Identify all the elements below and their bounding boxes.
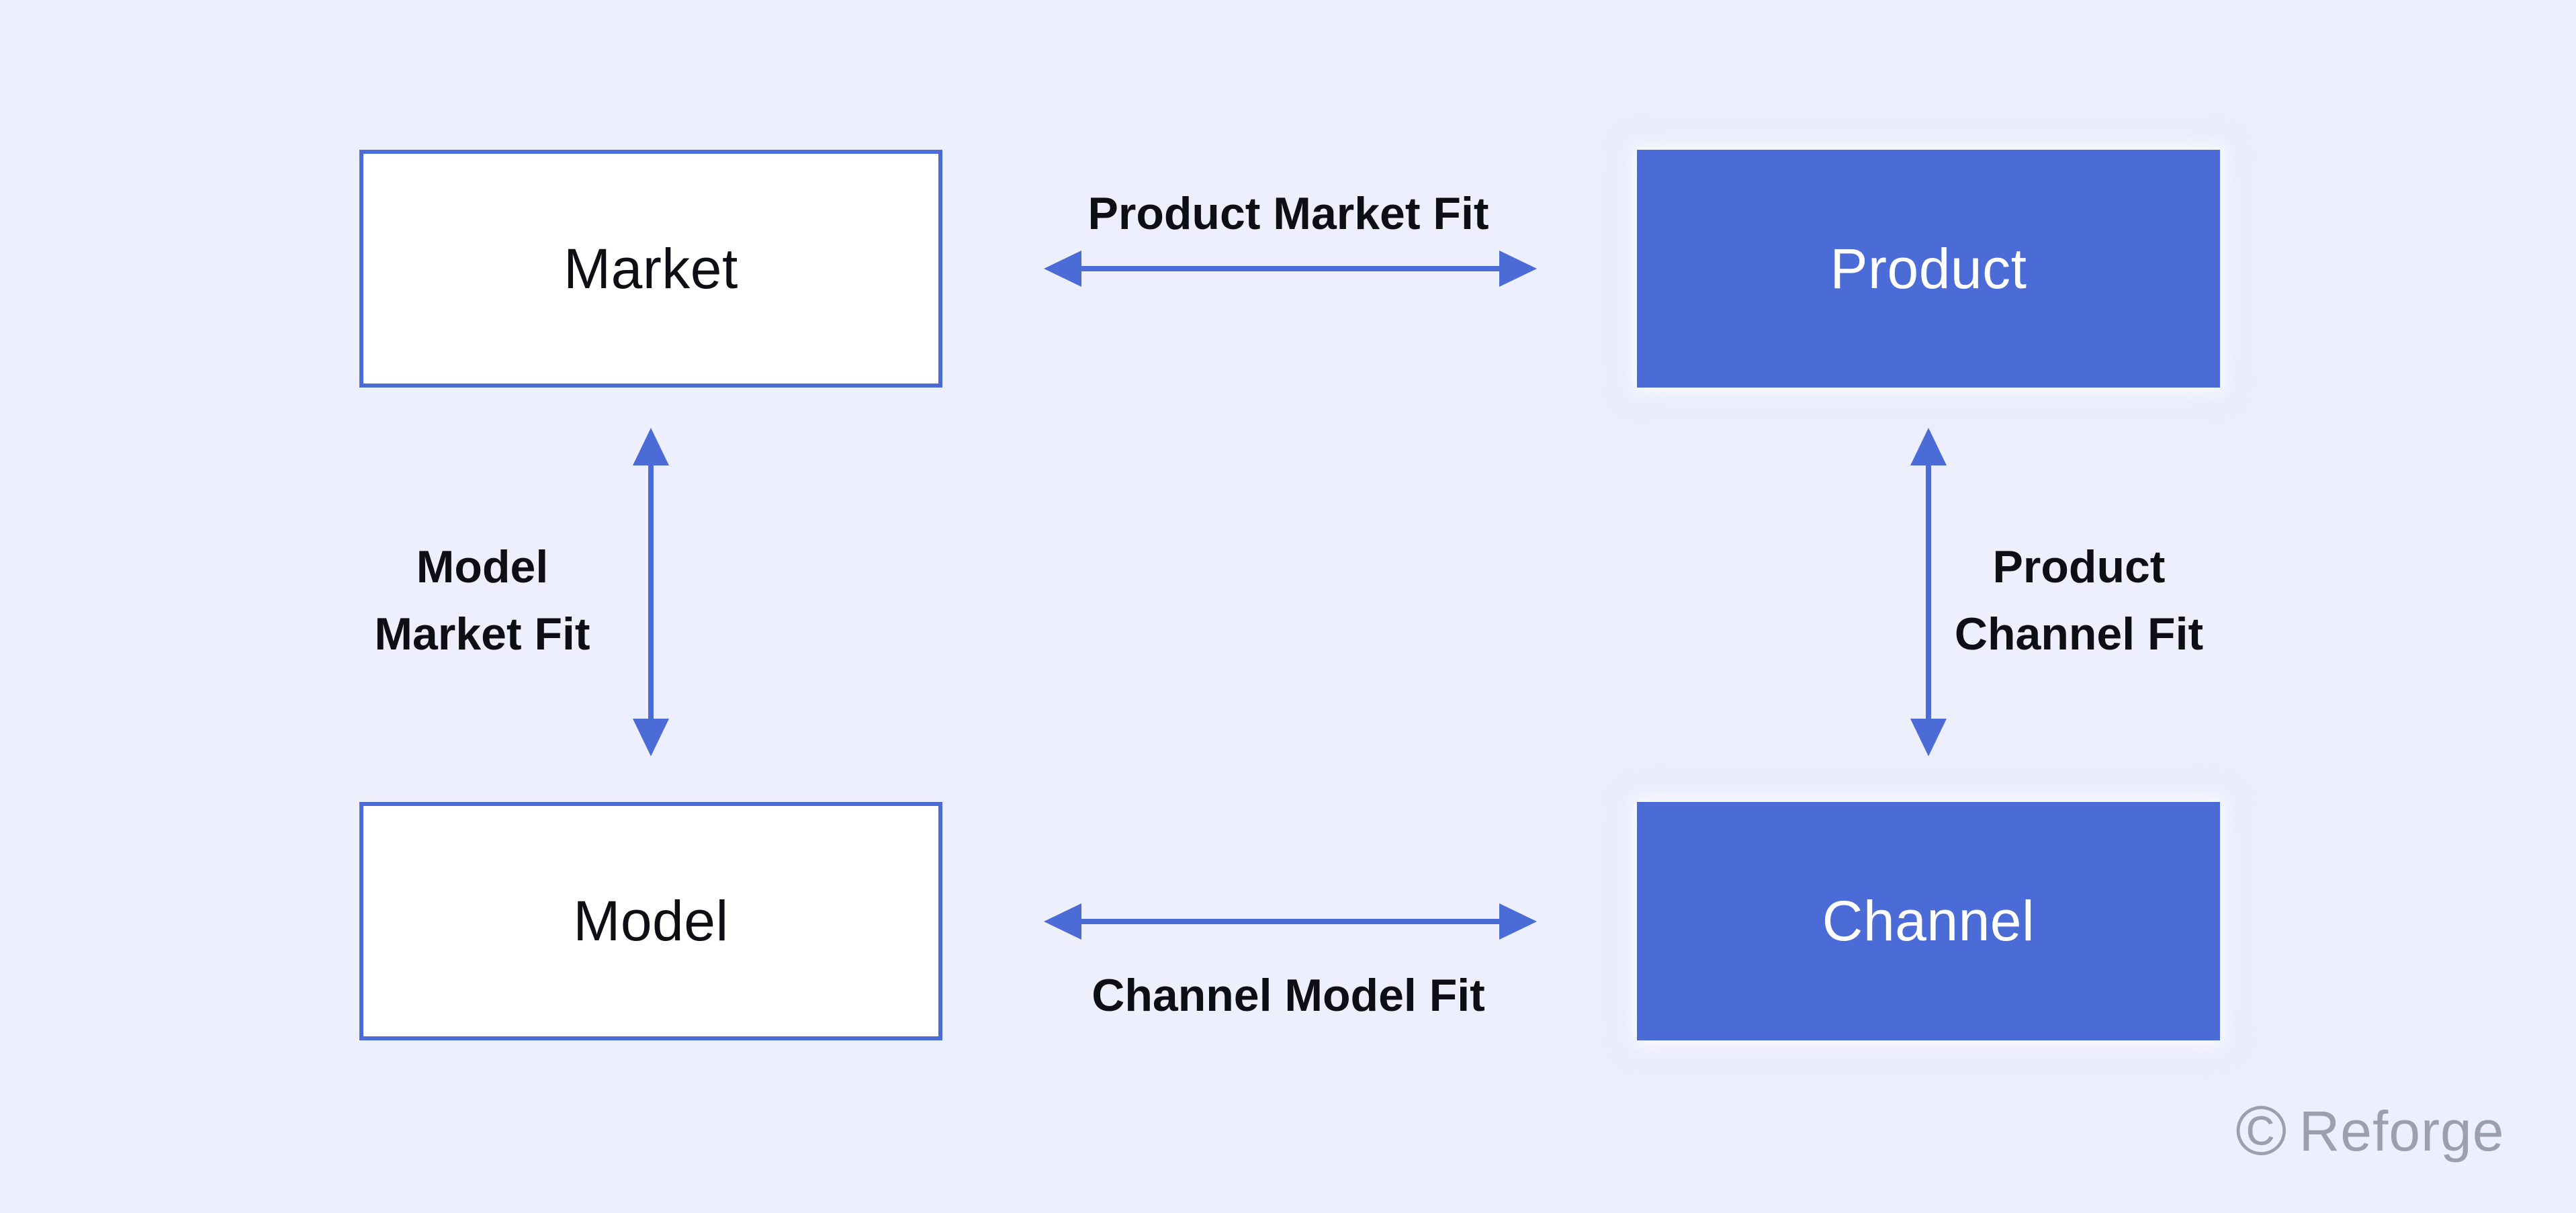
reforge-watermark: © Reforge — [2235, 1096, 2504, 1166]
product-channel-fit-label-line1: Product — [1992, 541, 2166, 593]
reforge-logo-icon: © — [2235, 1092, 2287, 1170]
model-market-double-arrow-icon — [624, 426, 678, 758]
node-product: Product — [1637, 150, 2220, 388]
product-market-fit-label: Product Market Fit — [1087, 188, 1489, 239]
model-market-fit-label: Model Market Fit — [374, 534, 590, 668]
product-market-double-arrow-icon — [1042, 242, 1538, 296]
node-model: Model — [359, 802, 942, 1040]
reforge-wordmark: Reforge — [2299, 1099, 2505, 1163]
node-channel-label: Channel — [1822, 889, 2035, 952]
product-channel-fit-label: Product Channel Fit — [1955, 534, 2203, 668]
channel-model-fit-label: Channel Model Fit — [1092, 970, 1485, 1021]
product-channel-fit-label-line2: Channel Fit — [1954, 609, 2204, 660]
node-market: Market — [359, 150, 942, 388]
model-market-fit-label-line2: Market Fit — [374, 609, 590, 660]
node-channel: Channel — [1637, 802, 2220, 1040]
node-product-label: Product — [1830, 236, 2027, 300]
node-market-label: Market — [564, 236, 738, 300]
node-model-label: Model — [573, 889, 729, 952]
product-channel-double-arrow-icon — [1902, 426, 1955, 758]
model-market-fit-label-line1: Model — [416, 541, 549, 593]
channel-model-double-arrow-icon — [1042, 895, 1538, 948]
